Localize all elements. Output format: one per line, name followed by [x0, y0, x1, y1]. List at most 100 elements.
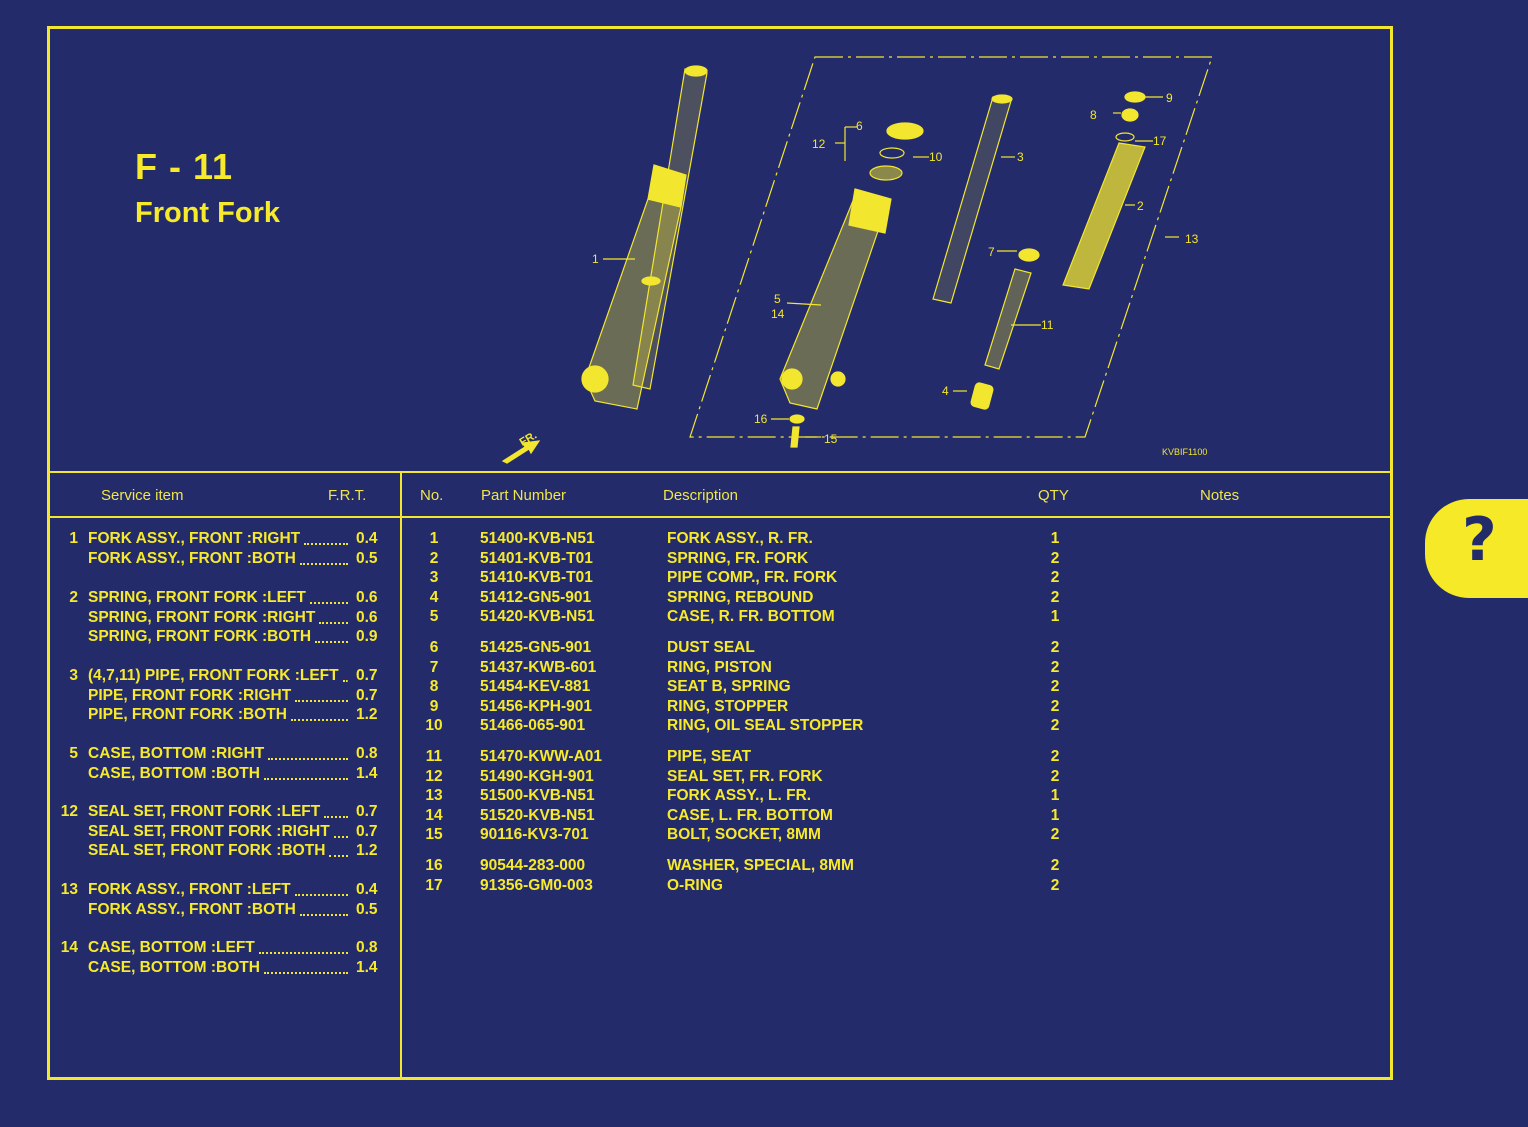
- leader-dots: [343, 680, 348, 682]
- callout-6: 6: [856, 119, 863, 133]
- part-description: RING, PISTON: [667, 658, 772, 676]
- part-qty: 1: [1050, 530, 1060, 547]
- part-description: CASE, L. FR. BOTTOM: [667, 806, 833, 824]
- service-item-number: 5: [69, 745, 78, 762]
- service-item-name: CASE, BOTTOM :BOTH: [88, 958, 260, 976]
- service-item-name: SEAL SET, FRONT FORK :LEFT: [88, 803, 321, 820]
- callout-7: 7: [988, 245, 995, 259]
- header-divider: [50, 516, 1390, 518]
- part-qty: 2: [1050, 697, 1060, 715]
- service-item-row[interactable]: 14 CASE, BOTTOM :LEFT 0.8: [50, 939, 400, 959]
- service-item-frt: 1.4: [356, 958, 378, 976]
- front-direction-arrow: [501, 440, 541, 464]
- service-item-name: CASE, BOTTOM :LEFT: [88, 939, 255, 956]
- callout-16: 16: [754, 412, 768, 426]
- part-qty: 2: [1050, 549, 1060, 567]
- part-qty: 2: [1050, 857, 1060, 874]
- part-number: 51500-KVB-N51: [480, 787, 595, 804]
- service-item-number: 1: [69, 530, 78, 547]
- part-number-header: Part Number: [481, 487, 567, 504]
- service-item-frt: 1.4: [356, 764, 378, 782]
- help-button[interactable]: ?: [1425, 499, 1528, 598]
- exploded-parts-diagram: 1 2 3 4 5 6 7 8 9 10 11 12 13 14 15 16 1…: [501, 56, 1213, 464]
- part-number: 51425-GN5-901: [480, 639, 592, 656]
- service-item-frt: 0.8: [356, 939, 378, 956]
- part-number: 51520-KVB-N51: [480, 806, 595, 824]
- service-item-frt: 0.7: [356, 803, 378, 820]
- part-ref-number: 16: [425, 857, 443, 874]
- part-description: FORK ASSY., L. FR.: [667, 787, 812, 804]
- leader-dots: [264, 971, 348, 974]
- callout-13: 13: [1185, 232, 1199, 246]
- callout-12: 12: [812, 137, 826, 151]
- no-header: No.: [420, 487, 444, 504]
- part-ref-number: 3: [429, 569, 439, 586]
- part-number: 51470-KWW-A01: [480, 748, 603, 765]
- part-number: 90116-KV3-701: [480, 826, 589, 843]
- part-number: 91356-GM0-003: [480, 876, 593, 894]
- part-qty: 2: [1050, 658, 1060, 676]
- diagram-area: F - 11 Front Fork: [50, 29, 1390, 472]
- service-item-name: CASE, BOTTOM :RIGHT: [88, 745, 265, 762]
- service-item-number: 3: [69, 667, 78, 684]
- part-description: SEAL SET, FR. FORK: [667, 767, 823, 785]
- service-item-name: SPRING, FRONT FORK :BOTH: [88, 628, 312, 645]
- divider-horizontal: [50, 471, 1390, 473]
- callout-17: 17: [1153, 134, 1167, 148]
- part-ref-number: 2: [429, 549, 439, 567]
- part-description: O-RING: [667, 876, 723, 894]
- part-number: 51454-KEV-881: [480, 678, 591, 695]
- part-qty: 2: [1050, 826, 1060, 843]
- part-number: 51412-GN5-901: [480, 588, 592, 606]
- service-item-name: FORK ASSY., FRONT :BOTH: [88, 900, 296, 918]
- service-item-name: PIPE, FRONT FORK :BOTH: [88, 706, 287, 723]
- part-qty: 1: [1050, 806, 1060, 824]
- callout-1: 1: [592, 252, 599, 266]
- leader-dots: [324, 816, 348, 818]
- service-item-number: 14: [60, 939, 78, 956]
- service-item-frt: 0.4: [356, 530, 378, 547]
- part-qty: 2: [1050, 748, 1060, 765]
- service-item-frt: 0.5: [356, 549, 378, 567]
- service-item-row[interactable]: CASE, BOTTOM :BOTH 1.4: [50, 959, 400, 979]
- assembly-boundary: [689, 56, 1213, 438]
- part-ref-number: 6: [429, 639, 439, 656]
